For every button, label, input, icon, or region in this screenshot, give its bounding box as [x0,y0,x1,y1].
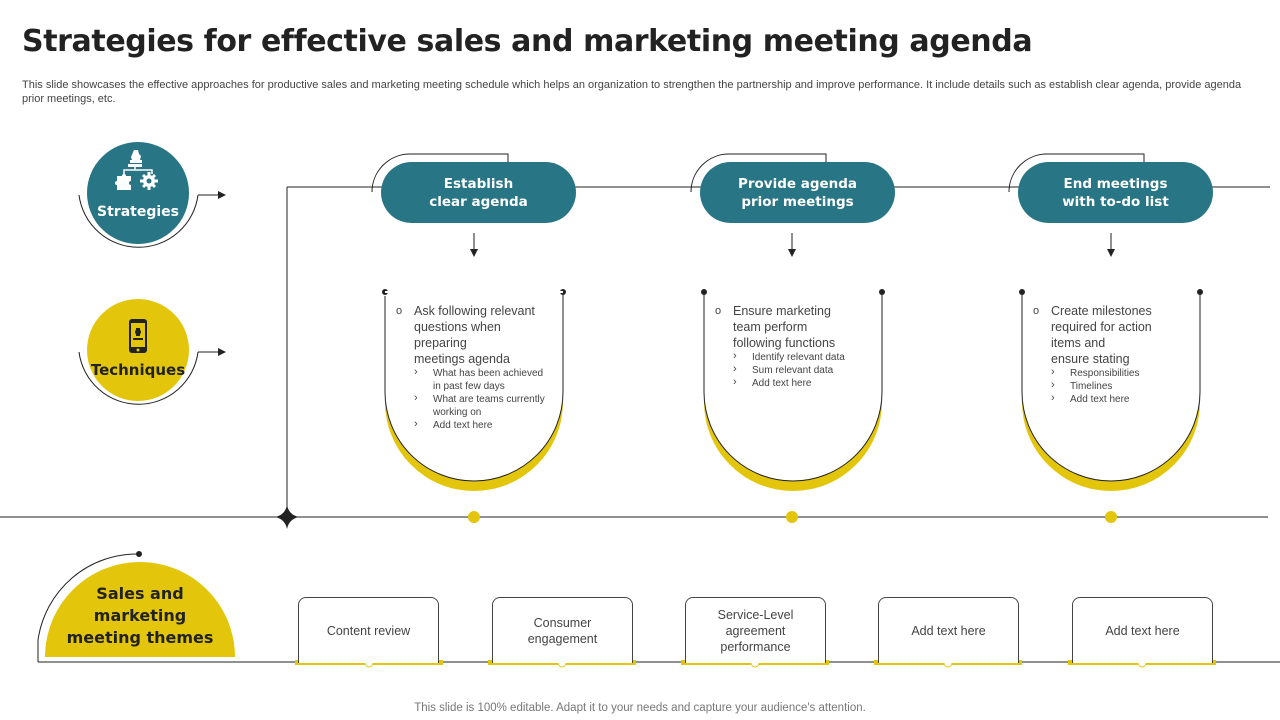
themes-title: Sales and marketing meeting themes [60,583,220,649]
themes-title-line2: marketing [93,606,187,625]
theme-box-2: Consumer engagement [492,597,633,663]
theme-box-3: Service-Level agreement performance [685,597,826,663]
step-pill-establish-agenda: Establish clear agenda [381,162,576,223]
themes-title-line3: meeting themes [66,628,214,647]
list-item: Add text here [733,376,880,390]
slide-title: Strategies for effective sales and marke… [22,24,1033,59]
step-title-line1: Establish [443,175,514,192]
step-title-line2: clear agenda [429,193,528,210]
detail-main-text: Ask following relevant questions when pr… [414,304,535,366]
step-detail-2: o Ensure marketing team perform followin… [715,303,880,390]
list-item: Timelines [1051,379,1198,393]
list-item: What has been achieved in past few days [414,366,561,393]
strategies-circle [87,142,189,244]
step-pill-provide-agenda: Provide agenda prior meetings [700,162,895,223]
detail-main-text: Ensure marketing team perform following … [733,304,836,350]
strategies-label: Strategies [97,204,179,220]
techniques-label: Techniques [90,361,186,379]
step-pill-end-meetings: End meetings with to-do list [1018,162,1213,223]
theme-box-4: Add text here [878,597,1019,663]
step-detail-1: o Ask following relevant questions when … [396,303,561,432]
theme-box-5: Add text here [1072,597,1213,663]
step-detail-3: o Create milestones required for action … [1033,303,1198,406]
timeline-dot-3 [1105,511,1117,523]
themes-title-line1: Sales and [96,584,184,603]
detail-main-text: Create milestones required for action it… [1051,304,1152,366]
step-title-line2: prior meetings [741,193,854,210]
list-item: Identify relevant data [733,350,880,364]
list-item: Sum relevant data [733,363,880,377]
slide-subtitle: This slide showcases the effective appro… [22,79,1242,105]
junction-spark-icon [275,505,299,529]
list-item: Responsibilities [1051,366,1198,380]
mobile-phone-icon [129,319,147,353]
circle-bullet-icon: o [1033,305,1040,317]
step-title-line2: with to-do list [1062,193,1169,210]
themes-half-circle [45,562,235,657]
list-item: What are teams currently working on [414,392,561,419]
timeline-dot-2 [786,511,798,523]
step-title-line1: Provide agenda [737,175,858,192]
slide-footer: This slide is 100% editable. Adapt it to… [414,702,866,714]
theme-box-1: Content review [298,597,439,663]
list-item: Add text here [1051,392,1198,406]
strategy-puzzle-gear-icon [115,150,158,190]
circle-bullet-icon: o [715,305,722,317]
circle-bullet-icon: o [396,305,403,317]
step-title-line1: End meetings [1063,175,1168,192]
list-item: Add text here [414,418,561,432]
timeline-dot-1 [468,511,480,523]
